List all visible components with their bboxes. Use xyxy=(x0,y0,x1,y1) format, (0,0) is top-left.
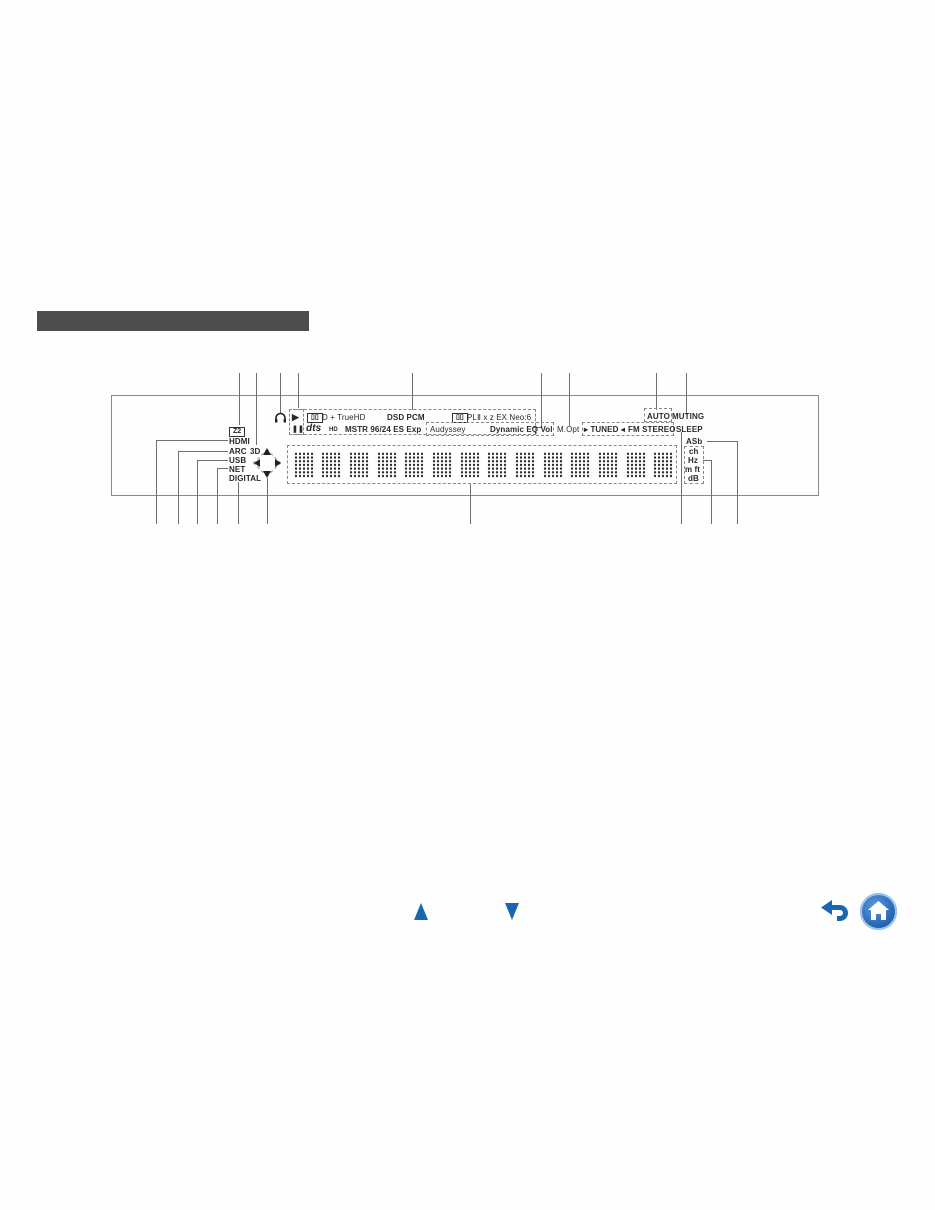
callout-line xyxy=(256,373,258,445)
dsd-pcm-label: DSD PCM xyxy=(387,413,425,422)
matrix-character xyxy=(294,452,314,478)
m-opt-label: M.Opt xyxy=(557,425,580,434)
dolby-icon: ▯▯ xyxy=(307,413,323,423)
callout-line xyxy=(217,468,219,524)
digital-label: DIGITAL xyxy=(229,474,262,483)
auto-group xyxy=(644,408,672,422)
matrix-character xyxy=(321,452,341,478)
callout-line xyxy=(178,451,228,453)
callout-line xyxy=(470,484,472,524)
callout-line xyxy=(197,460,228,462)
pl2-neo-label: PLⅡ x z EX Neo:6 xyxy=(467,413,532,422)
matrix-character xyxy=(349,452,369,478)
tuner-group xyxy=(582,422,674,436)
callout-line xyxy=(239,373,241,425)
matrix-character xyxy=(543,452,563,478)
arc-label: ARC xyxy=(229,447,247,456)
play-pause-group xyxy=(289,409,304,435)
callout-line xyxy=(217,468,228,470)
callout-line xyxy=(533,427,542,429)
callout-line xyxy=(267,478,269,524)
cursor-down-icon xyxy=(263,471,271,478)
play-icon: ▶ xyxy=(292,412,300,422)
matrix-character xyxy=(653,452,673,478)
cursor-left-icon xyxy=(254,459,260,467)
dts-logo: dts xyxy=(306,423,322,434)
cursor-right-icon xyxy=(275,459,281,467)
matrix-character xyxy=(598,452,618,478)
callout-line xyxy=(178,451,180,524)
back-icon[interactable] xyxy=(818,896,854,926)
page-down-icon[interactable] xyxy=(505,903,519,920)
callout-line xyxy=(238,482,240,524)
auto-label: AUTO xyxy=(647,412,670,421)
matrix-character xyxy=(460,452,480,478)
tuned-label: ▸ TUNED ◂ xyxy=(584,425,625,434)
message-display-area xyxy=(287,445,677,484)
page-up-icon[interactable] xyxy=(414,903,428,920)
callout-line xyxy=(737,441,739,524)
audyssey-group xyxy=(426,422,554,436)
dolby-dplus-truehd-label: D + TrueHD xyxy=(322,413,366,422)
ch-label: ch xyxy=(689,447,699,456)
matrix-character xyxy=(432,452,452,478)
callout-line xyxy=(156,440,228,442)
callout-line xyxy=(412,373,414,410)
section-header-bar xyxy=(37,311,309,331)
callout-line xyxy=(703,460,711,462)
callout-line xyxy=(156,440,158,524)
muting-label: MUTING xyxy=(672,412,705,421)
m-ft-label: m ft xyxy=(685,465,701,474)
matrix-character xyxy=(570,452,590,478)
callout-line xyxy=(707,441,738,443)
hz-label: Hz xyxy=(688,456,698,465)
dynamic-eq-vol-label: Dynamic EQ Vol xyxy=(490,425,553,434)
sleep-label: SLEEP xyxy=(676,425,703,434)
mstr-label: MSTR 96/24 ES Exp xyxy=(345,425,422,434)
callout-line xyxy=(686,373,688,415)
callout-line xyxy=(298,373,300,408)
pause-icon: ❚❚ xyxy=(292,426,304,433)
audyssey-label: Audyssey xyxy=(430,425,466,434)
callout-line xyxy=(656,373,658,410)
matrix-character xyxy=(515,452,535,478)
callout-line xyxy=(541,373,543,428)
db-label: dB xyxy=(688,474,699,483)
callout-line xyxy=(569,373,571,426)
asb-label: ASb xyxy=(686,437,703,446)
z2-indicator: Z2 xyxy=(229,427,246,437)
dts-hd-logo: HD xyxy=(329,427,338,433)
usb-label: USB xyxy=(229,456,247,465)
callout-line xyxy=(681,432,683,524)
matrix-character xyxy=(404,452,424,478)
cursor-up-icon xyxy=(263,448,271,455)
matrix-character xyxy=(487,452,507,478)
headphones-icon xyxy=(275,412,286,423)
matrix-character xyxy=(377,452,397,478)
home-button[interactable] xyxy=(860,893,897,930)
display-frame xyxy=(111,395,819,496)
fm-stereo-label: FM STEREO xyxy=(628,425,676,434)
3d-label: 3D xyxy=(250,447,261,456)
hdmi-label: HDMI xyxy=(229,437,250,446)
callout-line xyxy=(711,460,713,524)
net-label: NET xyxy=(229,465,246,474)
callout-line xyxy=(197,460,199,524)
unit-indicator-group xyxy=(684,446,704,484)
callout-line xyxy=(280,373,282,413)
matrix-character xyxy=(626,452,646,478)
home-icon xyxy=(868,901,889,920)
